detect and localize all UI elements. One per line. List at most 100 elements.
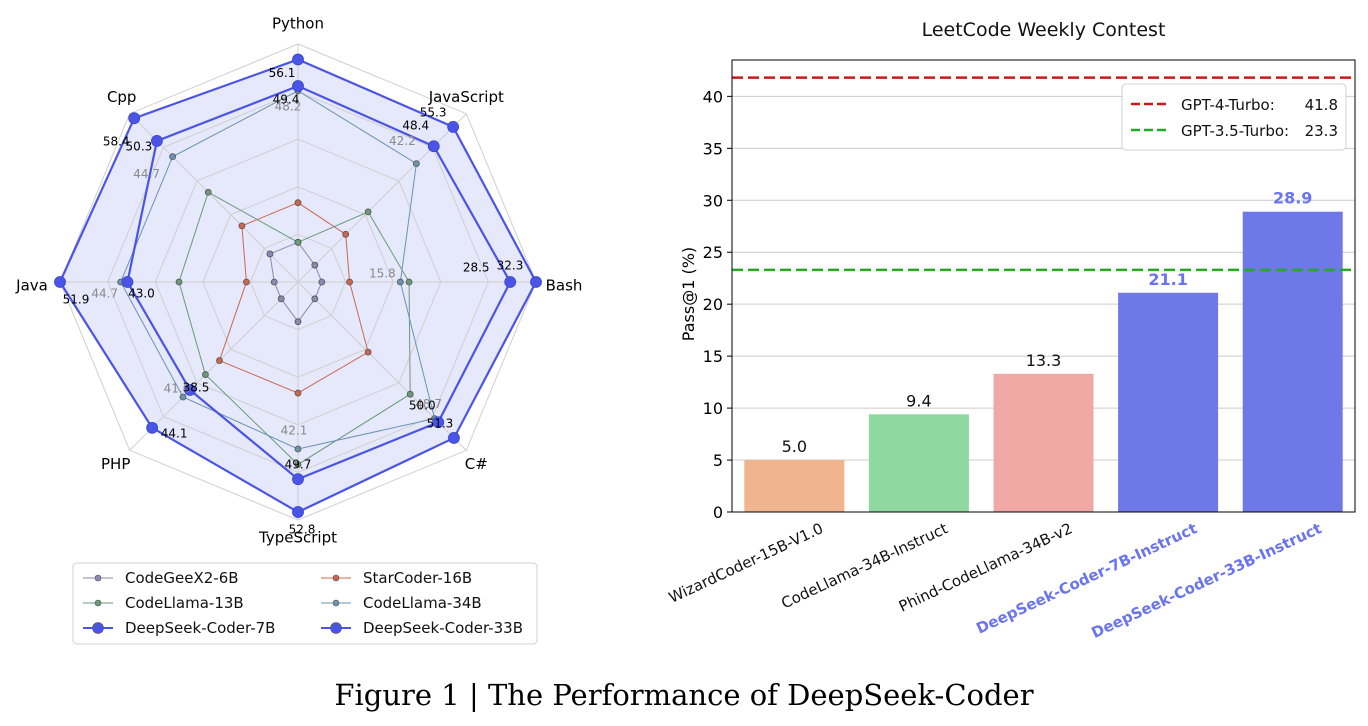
radar-point-starcoder-16b [238,222,246,230]
radar-value-label-deepseek-coder-33b: 55.3 [420,105,447,119]
bar-y-tick-label: 25 [703,243,723,262]
radar-point-codellama-13b [294,461,302,468]
bar-deepseek-coder-7b-instruct [1118,292,1219,512]
radar-point-starcoder-16b [294,199,302,207]
bar-y-tick-label: 5 [713,451,723,470]
radar-point-deepseek-coder-7b [184,384,196,396]
radar-value-label-deepseek-coder-33b: 56.1 [269,66,296,80]
radar-point-deepseek-coder-33b [54,276,66,288]
radar-point-deepseek-coder-7b [432,416,445,429]
radar-point-codellama-34b [169,153,177,161]
radar-point-codellama-34b [396,278,404,286]
radar-value-label-deepseek-coder-7b: 50.3 [126,139,153,153]
radar-point-deepseek-coder-7b [292,80,304,92]
radar-point-codellama-13b [405,278,413,286]
bar-y-tick-label: 20 [703,295,723,314]
figure: PythonJavaScriptBashC#TypeScriptPHPJavaC… [15,15,1356,645]
radar-point-deepseek-coder-7b [121,276,134,288]
bar-value-label-codellama-34b-instruct: 9.4 [906,391,931,410]
radar-value-label-codellama-34b: 44.7 [133,167,160,181]
radar-axis-label-javascript: JavaScript [428,88,504,106]
radar-value-label-deepseek-coder-7b: 28.5 [463,261,490,275]
radar-value-label-codellama-34b: 42.1 [281,423,308,437]
radar-point-codellama-13b [294,238,302,246]
radar-value-label-codellama-34b: 44.7 [91,287,118,301]
legend-value-gpt-4-turbo: 41.8 [1305,96,1338,114]
radar-chart: PythonJavaScriptBashC#TypeScriptPHPJavaC… [15,15,582,547]
bar-y-tick-label: 15 [703,347,723,366]
radar-spoke [129,281,299,451]
radar-point-codegeex2-6b [270,278,278,286]
radar-point-codegeex2-6b [266,250,274,258]
bar-y-tick-label: 0 [713,503,723,522]
radar-point-codellama-13b [406,390,414,398]
legend-marker-codellama-34b [332,599,340,607]
radar-point-codegeex2-6b [311,261,319,269]
radar-point-starcoder-16b [346,278,353,286]
radar-value-label-deepseek-coder-33b: 58.4 [103,135,130,149]
radar-point-codellama-34b [412,160,420,168]
legend-label-codegeex2-6b: CodeGeeX2-6B [125,569,239,587]
radar-point-starcoder-16b [364,348,372,356]
radar-point-deepseek-coder-33b [448,432,460,444]
radar-point-codellama-13b [204,188,212,196]
radar-value-label-deepseek-coder-33b: 51.3 [427,416,454,430]
radar-value-label-codellama-34b: 15.8 [369,267,396,281]
radar-value-label-codellama-34b: 41.0 [164,381,191,395]
radar-value-label-deepseek-coder-7b: 38.5 [183,380,210,394]
radar-axis-label-python: Python [272,15,324,33]
legend-label-codellama-13b: CodeLlama-13B [125,594,244,612]
legend-value-gpt-3-5-turbo: 23.3 [1305,122,1338,140]
radar-axis-label-java: Java [15,277,48,295]
radar-value-label-deepseek-coder-33b: 32.3 [497,259,524,273]
figure-caption: Figure 1 | The Performance of DeepSeek-C… [334,678,1034,712]
bar-category-label-deepseek-coder-33b-instruct: DeepSeek-Coder-33B-Instruct [1089,519,1325,642]
radar-point-codegeex2-6b [294,318,302,326]
legend-label-gpt-4-turbo: GPT-4-Turbo: [1181,96,1275,114]
bar-chart: LeetCode Weekly Contest0510152025303540P… [666,19,1356,642]
radar-point-codellama-34b [179,393,187,401]
legend-marker-deepseek-coder-33b [330,622,342,634]
bar-value-label-wizardcoder-15b-v1-0: 5.0 [782,437,807,456]
radar-point-deepseek-coder-33b [292,53,304,66]
radar-point-codellama-13b [364,208,372,216]
bar-y-axis-label: Pass@1 (%) [679,247,698,341]
legend-label-starcoder-16b: StarCoder-16B [363,569,472,587]
radar-axis-label-php: PHP [101,455,130,473]
legend-marker-codegeex2-6b [94,574,102,582]
bar-value-label-deepseek-coder-33b-instruct: 28.9 [1273,189,1312,208]
bar-y-tick-label: 30 [703,191,723,210]
radar-value-label-deepseek-coder-33b: 44.1 [161,426,188,440]
radar-value-label-deepseek-coder-7b: 49.4 [273,93,300,107]
bar-y-tick-label: 40 [703,87,723,106]
bar-wizardcoder-15b-v1-0 [744,460,845,512]
radar-point-deepseek-coder-7b [504,276,517,288]
radar-point-deepseek-coder-33b [447,120,460,133]
radar-point-codegeex2-6b [311,295,319,303]
radar-axis-label-typescript: TypeScript [258,529,337,547]
radar-axis-label-c: C# [465,455,488,473]
radar-value-label-codellama-34b: 48.7 [415,397,442,411]
bar-deepseek-coder-33b-instruct [1242,211,1343,512]
radar-value-label-deepseek-coder-7b: 50.0 [409,399,436,413]
legend-marker-codellama-13b [94,599,102,607]
radar-point-starcoder-16b [243,278,250,286]
radar-point-deepseek-coder-33b [530,276,542,288]
radar-value-label-deepseek-coder-33b: 52.8 [289,523,316,537]
radar-value-label-deepseek-coder-7b: 49.7 [285,458,312,472]
legend-label-deepseek-coder-33b: DeepSeek-Coder-33B [363,619,523,637]
radar-point-starcoder-16b [216,357,223,364]
legend-label-gpt-3-5-turbo: GPT-3.5-Turbo: [1181,122,1289,140]
radar-spoke [297,113,467,283]
radar-point-codellama-34b [294,445,302,453]
legend-marker-deepseek-coder-7b [92,622,104,634]
radar-value-label-codellama-34b: 42.2 [389,134,416,148]
radar-value-label-deepseek-coder-33b: 51.9 [63,293,90,307]
radar-point-codegeex2-6b [277,295,285,303]
bar-y-tick-label: 35 [703,139,723,158]
radar-point-starcoder-16b [342,230,350,238]
radar-point-codellama-13b [202,371,209,378]
radar-point-codegeex2-6b [318,278,326,286]
bar-phind-codellama-34b-v2 [993,373,1094,512]
